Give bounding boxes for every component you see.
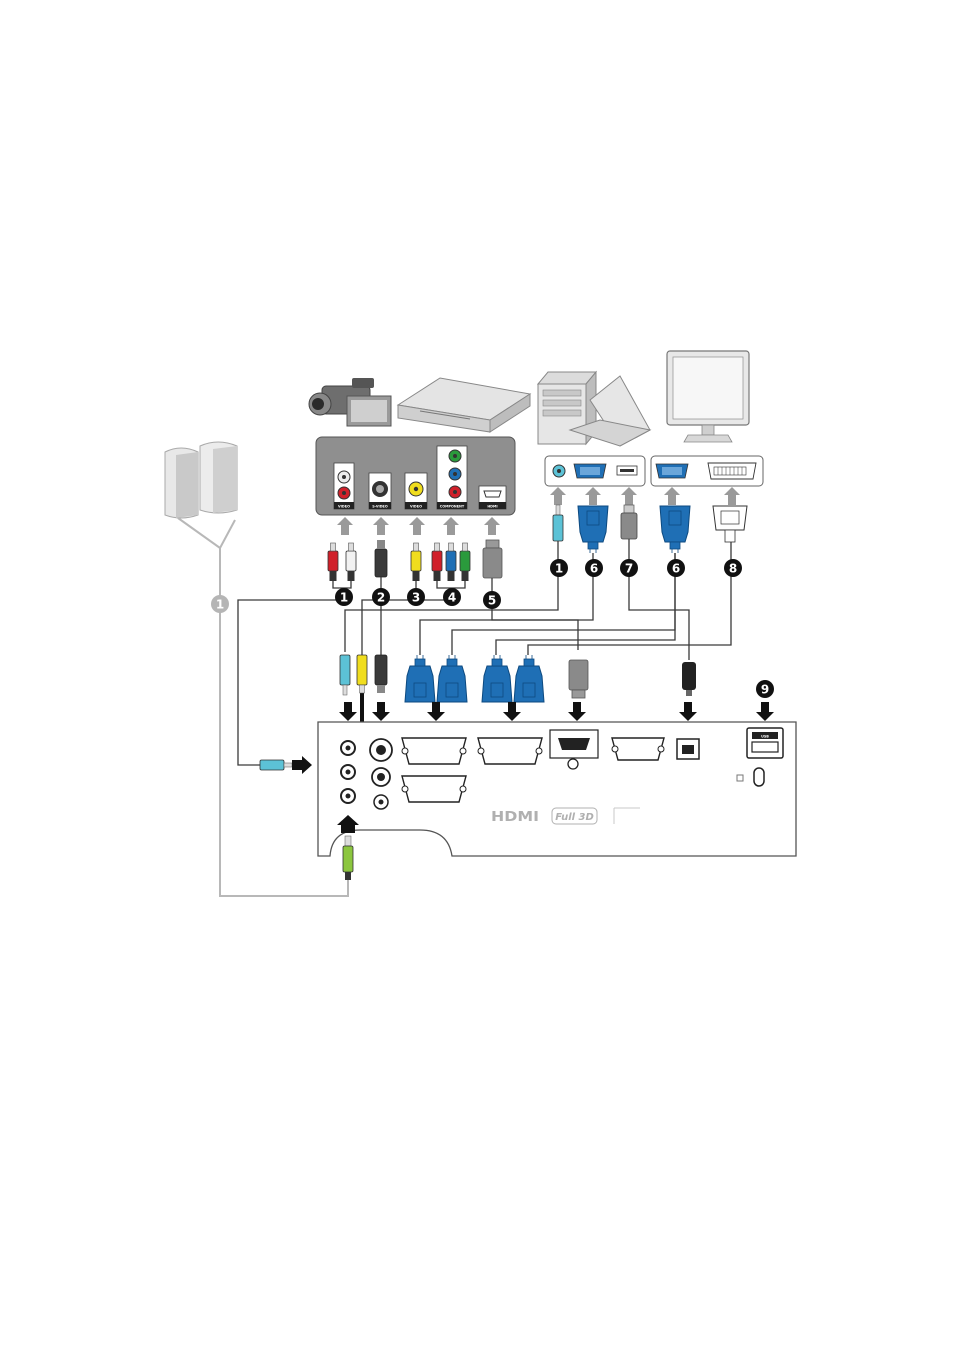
callout-usb-power: 9	[756, 680, 774, 698]
svg-text:COMPONENT: COMPONENT	[440, 505, 465, 509]
pc-usb-port	[616, 465, 638, 476]
usb-plug	[620, 504, 638, 540]
callout-component: 4	[443, 588, 461, 606]
camcorder-icon	[308, 378, 392, 427]
projector-rear-panel: USB HDMI Full 3D	[317, 721, 797, 857]
svg-text:Full 3D: Full 3D	[555, 812, 594, 823]
svideo-plug-top	[374, 540, 388, 578]
pc-port-panel	[544, 455, 646, 487]
svg-text:1: 1	[340, 591, 348, 605]
monitor-icon	[666, 350, 750, 443]
svg-text:HDMI: HDMI	[491, 810, 539, 825]
callout-vga-pc: 6	[585, 559, 603, 577]
pc-panel-arrows	[550, 487, 740, 505]
svg-text:2: 2	[377, 591, 385, 605]
speaker-cable	[177, 517, 349, 897]
svg-text:7: 7	[625, 562, 633, 576]
pc-vga-port	[573, 463, 607, 479]
audio-in-plug-bottom	[337, 815, 359, 880]
svg-text:3: 3	[412, 591, 420, 605]
projector-input-arrows	[339, 702, 774, 721]
svg-text:USB: USB	[761, 735, 769, 739]
monitor-vga-port	[655, 463, 689, 479]
svg-text:4: 4	[448, 591, 456, 605]
video-audio-port: VIDEO	[333, 462, 355, 510]
monitor-port-panel	[650, 455, 764, 487]
pc-audio-port	[552, 464, 566, 478]
callout-hdmi: 5	[483, 591, 501, 609]
svideo-source-port: S-VIDEO	[368, 472, 392, 510]
pc-audio-plug	[552, 504, 564, 542]
svg-text:VIDEO: VIDEO	[338, 505, 350, 509]
callout-video: 3	[407, 588, 425, 606]
speakers	[164, 441, 238, 519]
projector-usb-mini-port	[676, 738, 700, 760]
svg-text:6: 6	[672, 562, 680, 576]
callout-vga-monitor: 6	[667, 559, 685, 577]
svg-text:1: 1	[216, 598, 224, 612]
svg-text:VIDEO: VIDEO	[410, 505, 422, 509]
hdmi-source-port: HDMI	[478, 485, 507, 510]
svg-text:9: 9	[761, 683, 769, 697]
svg-text:HDMI: HDMI	[487, 505, 497, 509]
svg-text:S-VIDEO: S-VIDEO	[372, 505, 388, 509]
component-source-port: COMPONENT	[436, 445, 468, 510]
dvi-plug	[712, 505, 748, 543]
vga-plug-monitor	[659, 505, 691, 554]
callout-vga-dvi: 8	[724, 559, 742, 577]
callout-pc-audio: 1	[550, 559, 568, 577]
hdmi-logo: HDMI	[491, 810, 539, 825]
projector-audio-jacks	[340, 740, 356, 804]
full3d-logo: Full 3D	[551, 807, 598, 825]
av-source-panel: VIDEO S-VIDEO VIDEO CO	[315, 436, 516, 516]
vga-plug-pc	[577, 505, 609, 554]
laptop-icon	[568, 375, 652, 447]
projector-side-plugs	[339, 654, 696, 703]
hdmi-plug-top	[482, 539, 503, 579]
video-plug-top	[410, 542, 422, 582]
component-plugs	[431, 542, 471, 589]
svg-text:1: 1	[555, 562, 563, 576]
svg-text:8: 8	[729, 562, 737, 576]
av-panel-arrows	[337, 517, 500, 535]
svg-text:6: 6	[590, 562, 598, 576]
projector-rs232-port	[611, 737, 665, 761]
projector-hdmi-port	[549, 729, 599, 770]
svg-text:5: 5	[488, 594, 496, 608]
callout-usb: 7	[620, 559, 638, 577]
projector-vga-in-ports	[401, 737, 543, 803]
speaker-cable-callout: 1	[211, 595, 229, 613]
video-source-port: VIDEO	[404, 472, 428, 510]
projector-svideo-jack	[369, 738, 393, 810]
projector-usb-power-port: USB	[746, 727, 784, 759]
av-audio-plugs	[327, 542, 357, 589]
audio-out-plug	[259, 756, 312, 774]
monitor-dvi-port	[707, 462, 757, 480]
callout-av-audio: 1	[335, 588, 353, 606]
callout-svideo: 2	[372, 588, 390, 606]
kensington-lock-icon	[736, 767, 765, 787]
dvd-player-icon	[396, 377, 532, 433]
